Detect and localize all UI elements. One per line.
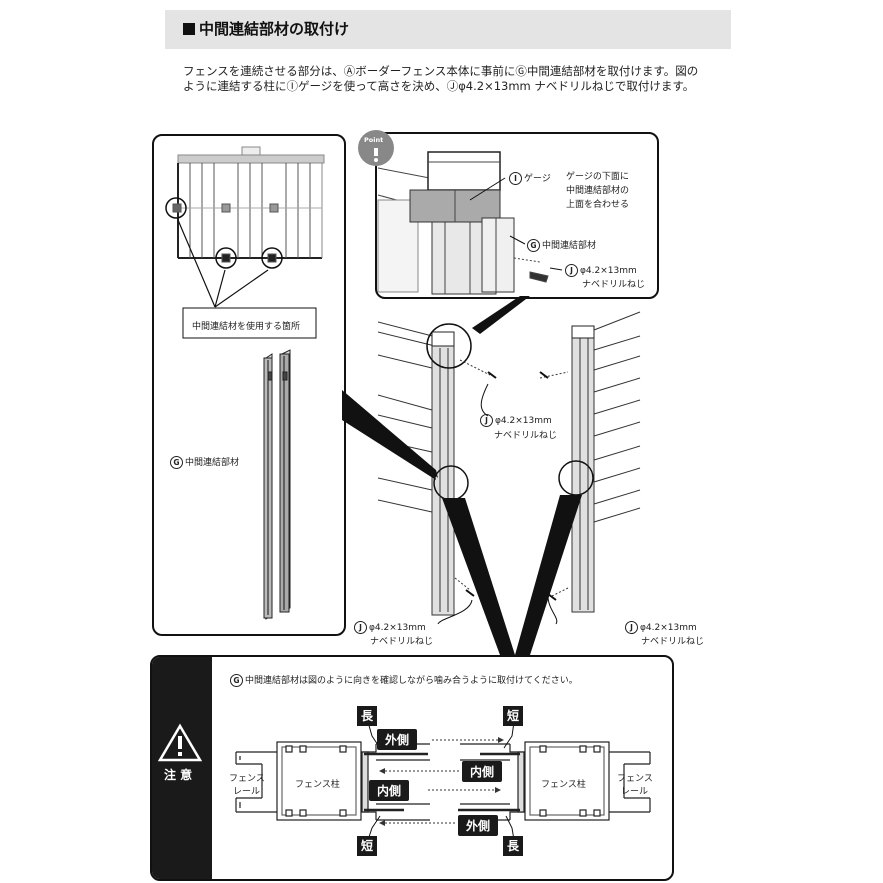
point-leader-lines xyxy=(469,177,563,271)
point-screw-size-text: φ4.2×13mm xyxy=(580,266,637,276)
gauge-label-text: ゲージ xyxy=(524,174,551,184)
screw-label-top-name: ナベドリルねじ xyxy=(494,431,558,441)
intro-line-2: ように連結する柱にⒾゲージを使って高さを決め、Ⓙφ4.2×13mm ナベドリルね… xyxy=(183,79,695,93)
inside-label-left: 内側 xyxy=(369,780,410,801)
point-screw-name: ナベドリルねじ xyxy=(582,280,646,290)
rail-label-right-2: レール xyxy=(621,787,649,797)
part-letter-badge: G xyxy=(170,456,183,469)
point-member-letter-badge: G xyxy=(527,239,540,252)
fence-illustration xyxy=(377,311,641,625)
intro-line-1: フェンスを連続させる部分は、Ⓐボーダーフェンス本体に事前にⒼ中間連結部材を取付け… xyxy=(183,64,699,78)
screw-label-top-size: φ4.2×13mm xyxy=(495,416,552,426)
gauge-note-2: 中間連結部材の xyxy=(566,186,630,196)
screw-label-br-name: ナベドリルねじ xyxy=(641,637,705,647)
caution-panel xyxy=(150,655,674,881)
rail-label-left-1: フェンス xyxy=(229,774,265,784)
point-member-label-text: 中間連結部材 xyxy=(542,241,597,251)
zoom-beams xyxy=(342,390,582,655)
callout-text: 中間連結材を使用する箇所 xyxy=(192,322,301,332)
short-label-bottom: 短 xyxy=(357,836,377,856)
fence-plan-diagram xyxy=(165,146,325,269)
direction-arrows xyxy=(385,739,498,824)
short-label-top: 短 xyxy=(503,706,523,726)
outside-label-bottom: 外側 xyxy=(458,815,499,836)
caution-triangle-icon xyxy=(157,723,203,762)
point-screw-letter-badge: J xyxy=(565,264,578,277)
gauge-note-3: 上面を合わせる xyxy=(566,200,630,210)
left-panel xyxy=(152,134,346,636)
rail-label-right-1: フェンス xyxy=(617,774,653,784)
point-badge-text: Point xyxy=(364,136,384,144)
caution-letter-badge: G xyxy=(230,674,243,687)
cross-section-diagram xyxy=(235,741,651,821)
inside-label-right: 内側 xyxy=(462,761,503,782)
section-header-bar xyxy=(165,10,731,49)
exclamation-icon xyxy=(374,148,378,162)
arrow-heads xyxy=(379,737,504,826)
caution-sidebar xyxy=(152,657,212,879)
callout-arrows xyxy=(177,219,269,308)
screw-label-bl-name: ナベドリルねじ xyxy=(370,637,434,647)
screw-label-bl-size: φ4.2×13mm xyxy=(369,623,426,633)
gauge-note-1: ゲージの下面に xyxy=(566,172,629,182)
member-part-label-text: 中間連結部材 xyxy=(185,458,240,468)
post-label-right: フェンス柱 xyxy=(541,780,586,790)
callout-box xyxy=(182,307,317,339)
screw-letter-badge-bl: J xyxy=(354,621,367,634)
screw-letter-badge-br: J xyxy=(625,621,638,634)
long-label-top: 長 xyxy=(357,706,377,726)
intro-text: フェンスを連続させる部分は、Ⓐボーダーフェンス本体に事前にⒼ中間連結部材を取付け… xyxy=(183,64,723,94)
member-part-illustration xyxy=(263,349,291,620)
screw-letter-badge-top: J xyxy=(480,414,493,427)
rail-label-left-2: レール xyxy=(233,787,261,797)
outside-label-top: 外側 xyxy=(377,729,418,750)
caution-label: 注 意 xyxy=(164,768,193,782)
zoom-pointer xyxy=(472,296,530,334)
section-title-text: 中間連結部材の取付け xyxy=(199,20,350,38)
gauge-letter-badge: I xyxy=(509,172,522,185)
caution-text-body: 中間連結部材は図のように向きを確認しながら噛み合うように取付けてください。 xyxy=(245,676,578,686)
screw-label-br-size: φ4.2×13mm xyxy=(640,623,697,633)
point-illustration xyxy=(377,151,549,295)
long-label-bottom: 長 xyxy=(503,836,523,856)
post-label-left: フェンス柱 xyxy=(295,780,340,790)
section-title: 中間連結部材の取付け xyxy=(183,18,349,39)
square-bullet-icon xyxy=(183,22,195,35)
